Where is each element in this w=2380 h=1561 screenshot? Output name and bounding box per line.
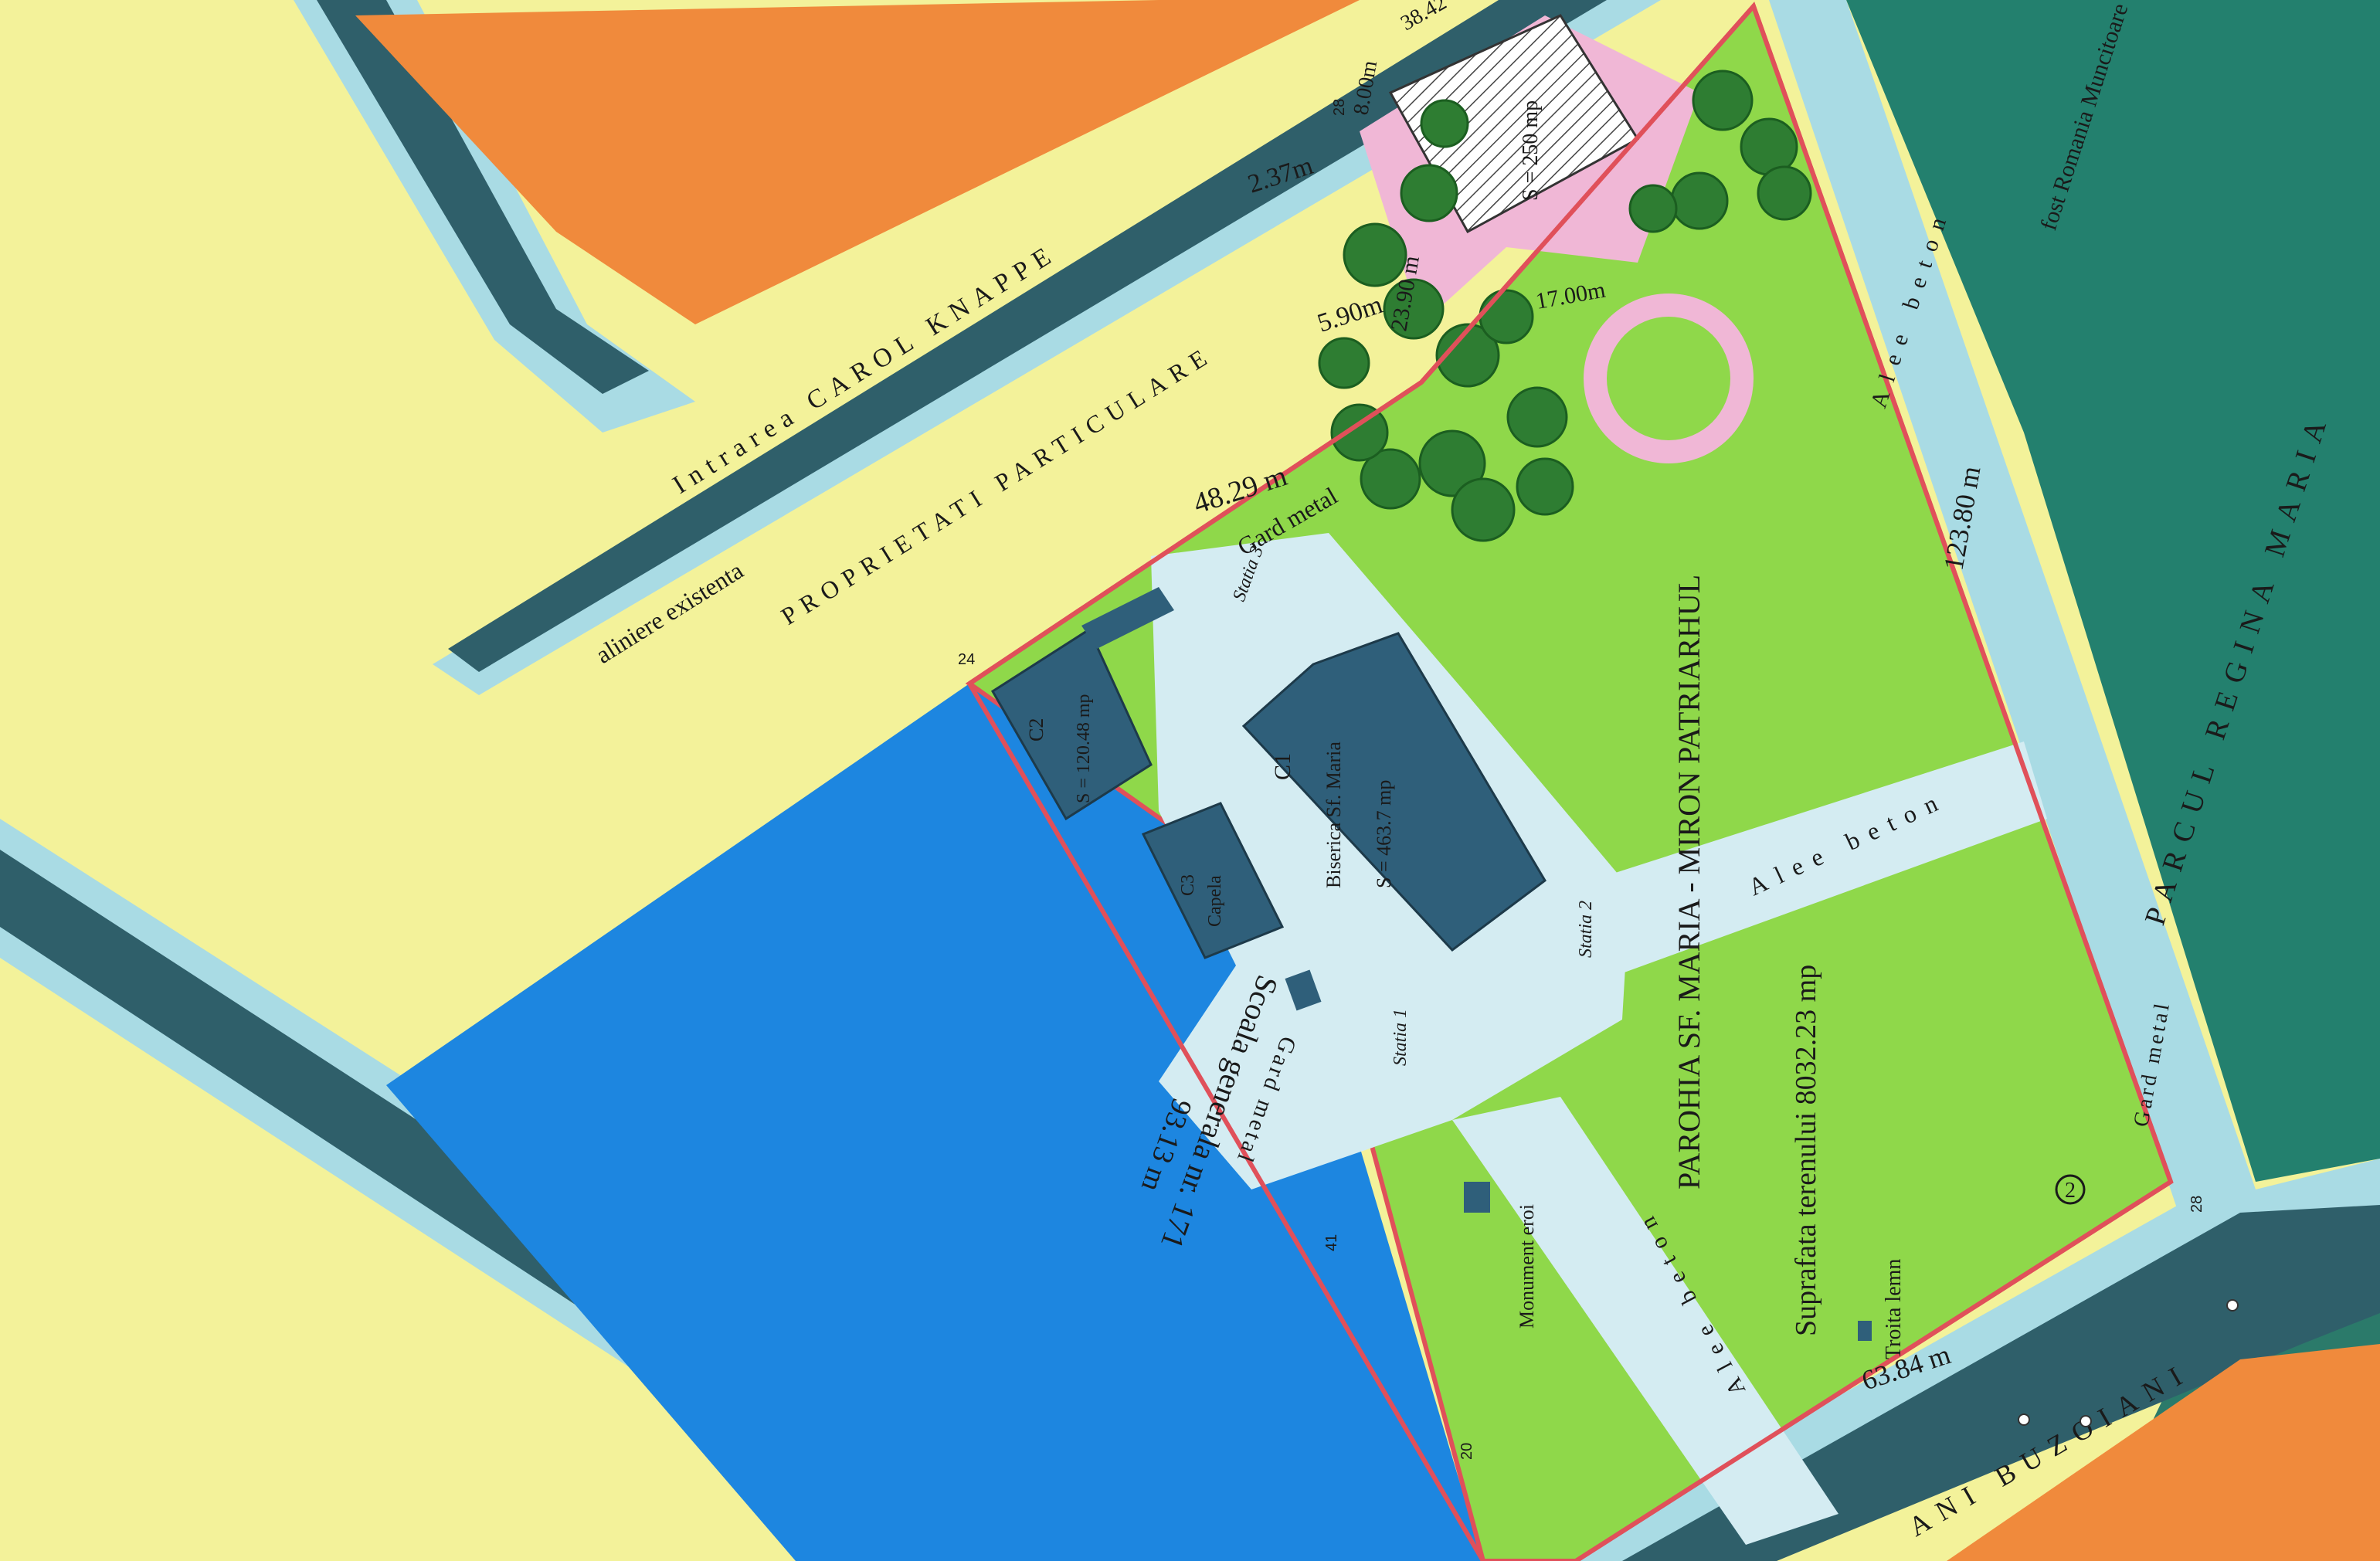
street-carol-knappe-dark bbox=[448, 0, 1607, 672]
station2-label: Statia 2 bbox=[1576, 901, 1596, 958]
building-c2 bbox=[990, 627, 1153, 821]
church-c1 bbox=[1241, 632, 1546, 952]
monument-eroi-marker bbox=[1464, 1182, 1490, 1213]
land-area-label: Suprafata terenului 8032.23 mp bbox=[1790, 965, 1822, 1336]
building-c3-label: C3 bbox=[1178, 874, 1198, 896]
parish-name-label: PAROHIA SF. MARIA - MIRON PATRIARHUL bbox=[1672, 575, 1706, 1189]
street-top-left-dark bbox=[317, 0, 649, 394]
church-area-label: S = 463.7 mp bbox=[1373, 780, 1395, 888]
corner-24-label: 24 bbox=[958, 651, 975, 668]
troita-label: Troita lemn bbox=[1882, 1259, 1906, 1359]
building-c3 bbox=[1141, 802, 1285, 959]
orange-zone-bottom bbox=[1947, 1344, 2380, 1561]
orange-zone-top bbox=[355, 0, 1360, 324]
hatched-area-label: S = 250 mp bbox=[1519, 100, 1543, 201]
school-boundary bbox=[967, 682, 1485, 1561]
street-carol-knappe-light bbox=[433, 0, 1661, 695]
survey-points bbox=[2018, 1299, 2239, 1427]
church-name-label: Biserica Sf. Maria bbox=[1322, 741, 1345, 888]
corner-41-label: 41 bbox=[1323, 1234, 1340, 1251]
alley-right bbox=[1591, 741, 2047, 973]
marker-2-label: 2 bbox=[2065, 1179, 2076, 1203]
parcel-boundary bbox=[968, 2, 2174, 1561]
park-regina-maria-area bbox=[1815, 0, 2380, 1182]
alley-lower bbox=[1452, 1097, 1838, 1545]
station1-label: Statia 1 bbox=[1390, 1009, 1411, 1066]
building-c2-area-label: S = 120.48 mp bbox=[1074, 694, 1094, 803]
marker-2-circle bbox=[2055, 1174, 2086, 1205]
church-code-label: C1 bbox=[1270, 753, 1295, 780]
monument-label: Monument eroi bbox=[1516, 1204, 1538, 1329]
trees-cluster bbox=[1318, 70, 1812, 542]
building-c2-label: C2 bbox=[1025, 718, 1047, 741]
building-c2-annex bbox=[1081, 587, 1174, 649]
small-building bbox=[1285, 969, 1322, 1011]
road-regina-maria bbox=[1769, 0, 2256, 1213]
corner-20-label: 20 bbox=[1458, 1443, 1475, 1460]
corner-28a-label: 28 bbox=[1331, 99, 1348, 116]
troita-marker bbox=[1858, 1321, 1872, 1341]
roundabout-center bbox=[1607, 317, 1730, 440]
building-c3-name-label: Capela bbox=[1205, 875, 1225, 927]
corner-28b-label: 28 bbox=[2188, 1196, 2205, 1213]
road-buzoiani-dark bbox=[1622, 1205, 2380, 1561]
